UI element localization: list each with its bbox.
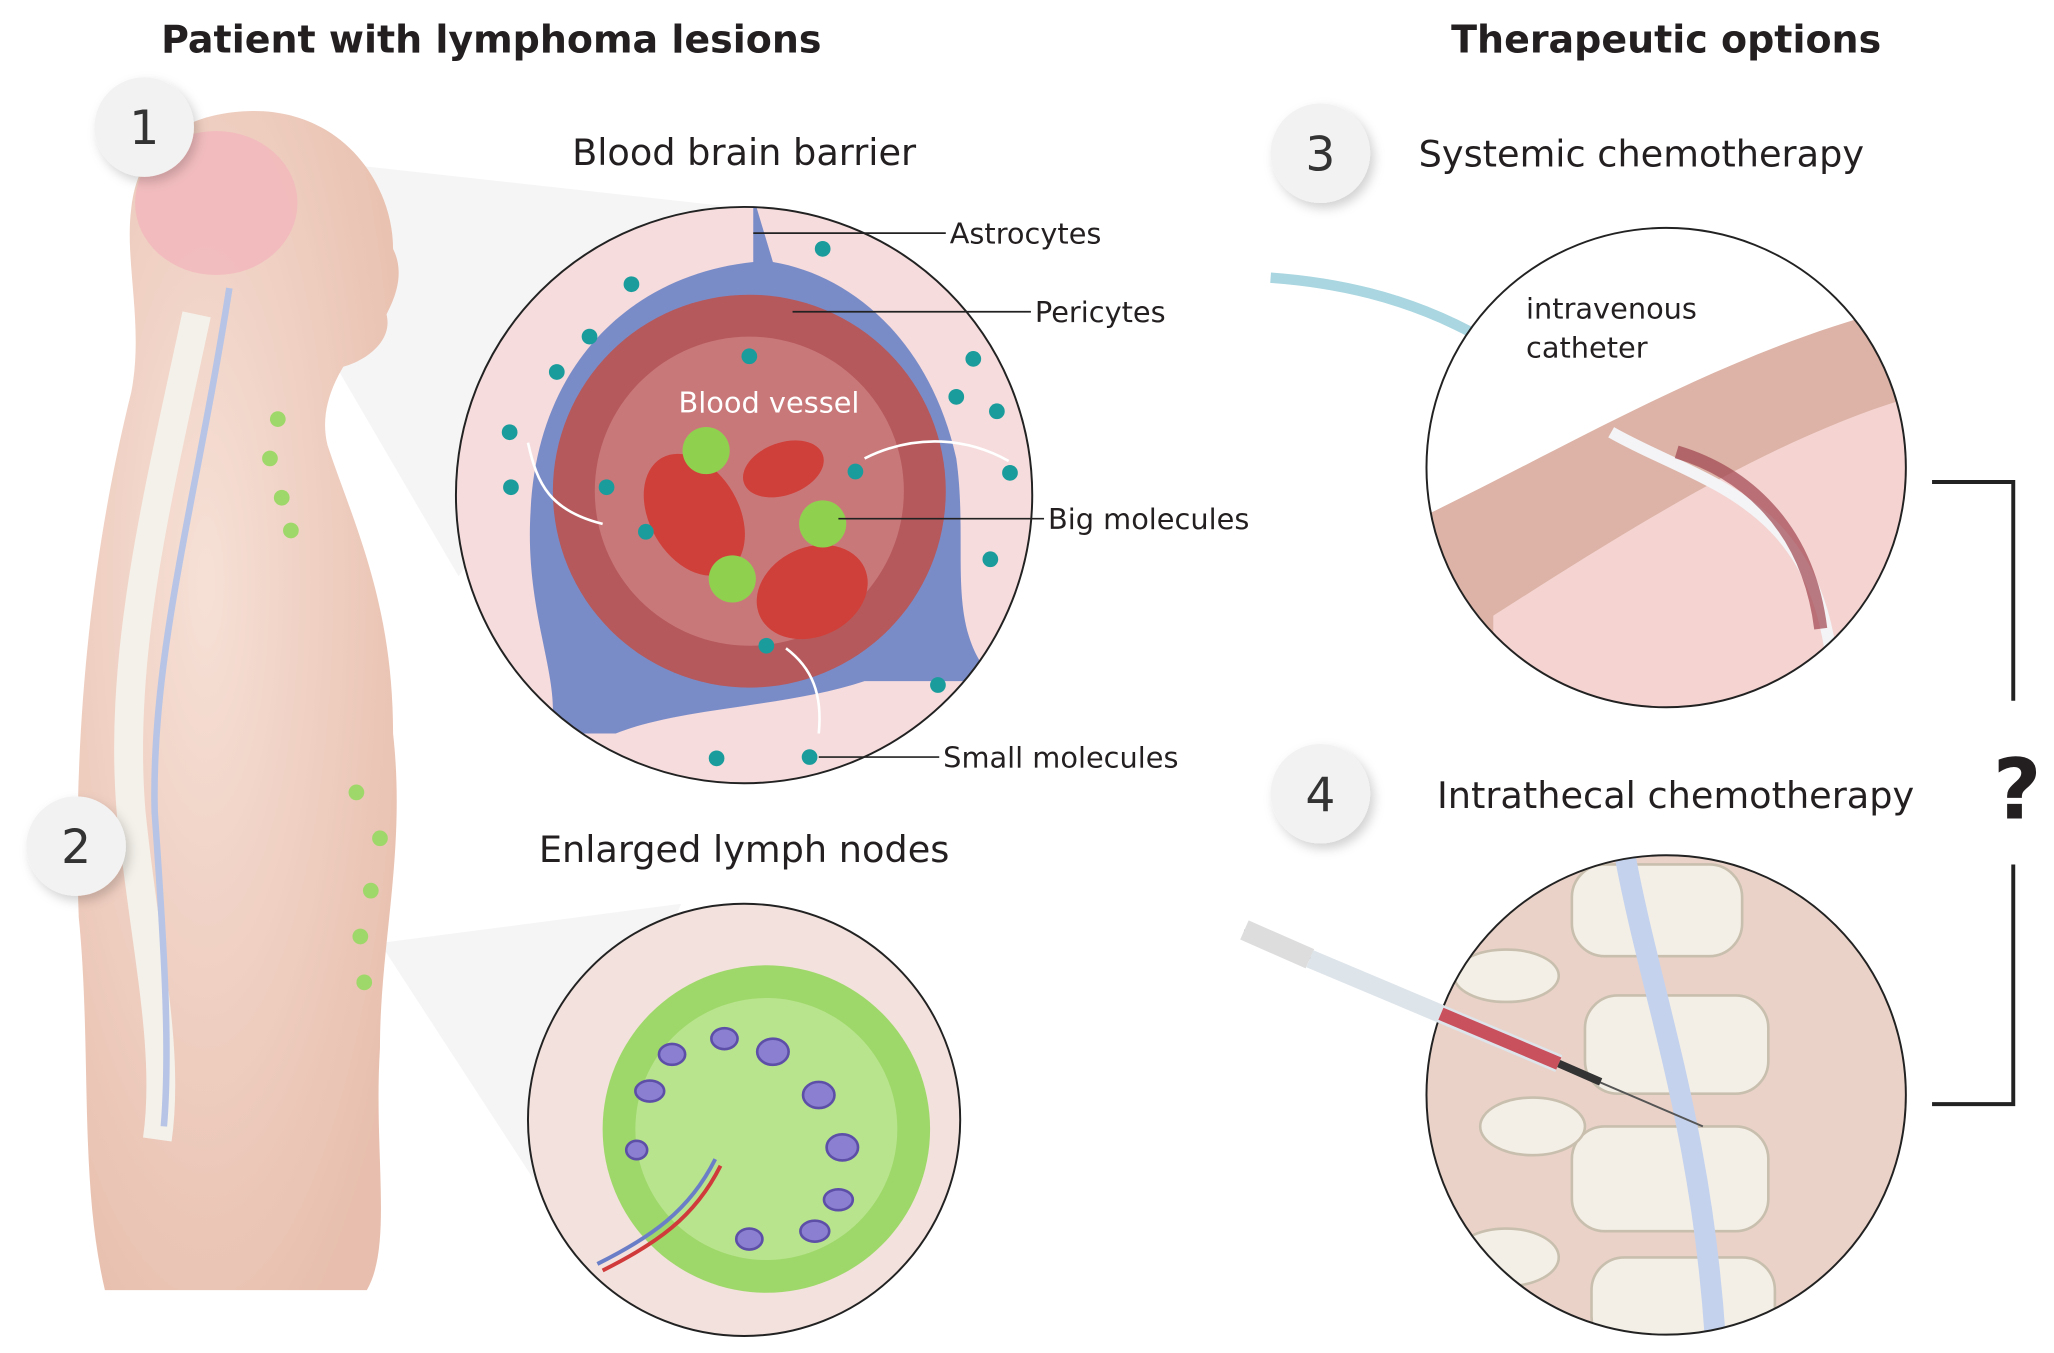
catheter-label-line2: catheter	[1526, 331, 1648, 365]
blood-vessel-label: Blood vessel	[679, 386, 860, 420]
right-title: Therapeutic options	[1451, 17, 1881, 61]
lymph-node-illustration	[527, 903, 961, 1336]
left-title: Patient with lymphoma lesions	[161, 17, 821, 61]
bbb-title: Blood brain barrier	[572, 131, 917, 174]
badge-4-label: 4	[1305, 768, 1335, 823]
bbb-circle	[454, 205, 1034, 785]
lymph-title: Enlarged lymph nodes	[539, 828, 950, 871]
comparison-bracket	[1932, 480, 2016, 1107]
badge-3	[1270, 103, 1371, 204]
badge-1	[94, 77, 194, 177]
badge-3-label: 3	[1305, 127, 1335, 182]
astrocytes-label: Astrocytes	[950, 217, 1102, 251]
badge-2-label: 2	[61, 820, 91, 875]
small-molecules-label: Small molecules	[943, 741, 1178, 775]
intrathecal-circle	[1425, 854, 1907, 1336]
arm-illustration	[1426, 227, 1906, 708]
catheter-label-line1: intravenous	[1526, 291, 1697, 325]
systemic-title: Systemic chemotherapy	[1419, 132, 1864, 175]
big-molecules-label: Big molecules	[1048, 502, 1249, 536]
intrathecal-title: Intrathecal chemotherapy	[1437, 774, 1914, 817]
badge-2	[26, 796, 126, 896]
spine-illustration	[1426, 855, 1906, 1335]
spinal-canal	[151, 287, 233, 1127]
spine	[114, 311, 211, 1142]
badge-4	[1270, 743, 1371, 844]
patient-body-illustration	[77, 110, 399, 1291]
bbb-illustration	[455, 206, 1033, 784]
brain	[135, 130, 298, 276]
systemic-circle	[1425, 226, 1907, 709]
pericytes-label: Pericytes	[1035, 295, 1166, 329]
lymph-circle	[526, 902, 962, 1337]
badge-1-label: 1	[129, 101, 159, 156]
syringe-icon	[1240, 920, 1704, 1128]
question-mark: ?	[1993, 741, 2042, 839]
